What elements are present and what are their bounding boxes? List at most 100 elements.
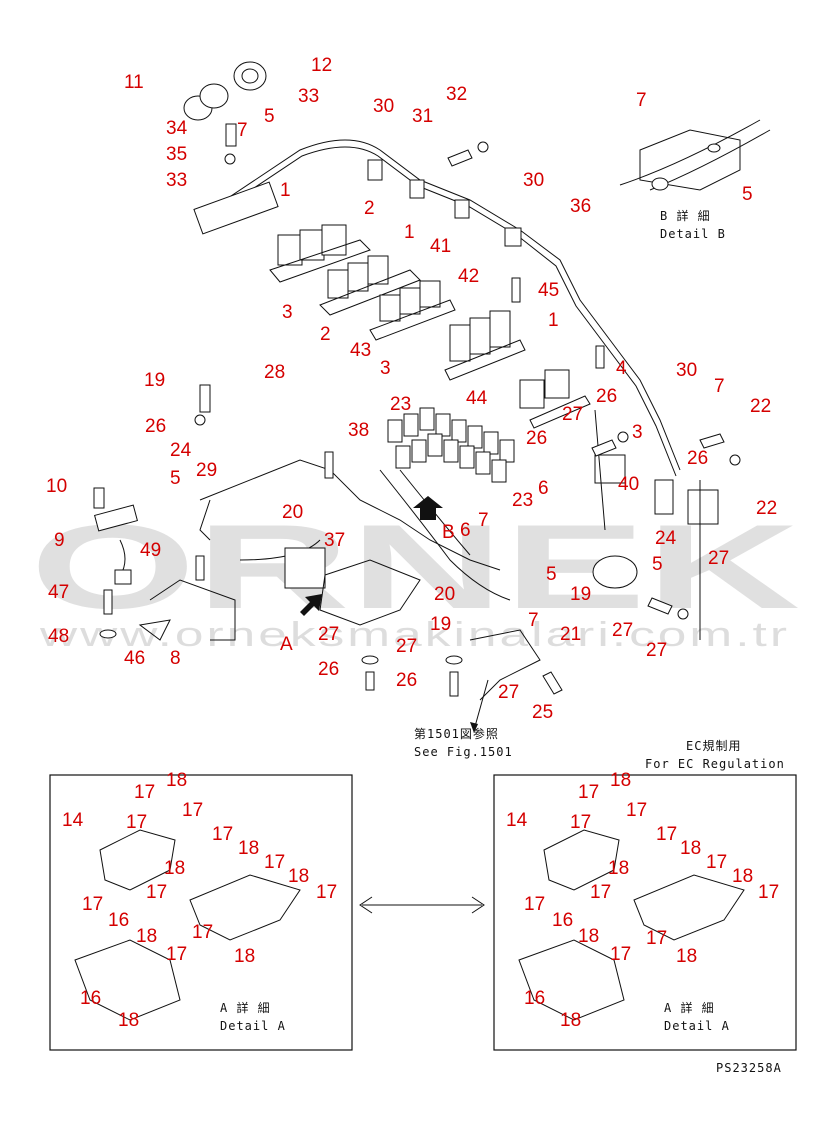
detail-b-caption-en: Detail B (660, 227, 726, 241)
part-label: 47 (48, 582, 69, 603)
part-label: 26 (145, 416, 166, 437)
part-label: 19 (430, 614, 451, 635)
part-label: 5 (546, 564, 557, 585)
part-label: 18 (136, 926, 157, 947)
part-label: 19 (144, 370, 165, 391)
part-label: 17 (212, 824, 233, 845)
part-label: 26 (596, 386, 617, 407)
part-label: 24 (655, 528, 677, 549)
part-label: 1 (280, 180, 291, 201)
part-label: 36 (570, 196, 591, 217)
part-label: 5 (170, 468, 181, 489)
part-label: 26 (526, 428, 547, 449)
part-label: 17 (126, 812, 147, 833)
relay-group-2 (319, 255, 421, 316)
part-label: 17 (316, 882, 337, 903)
part-label: 7 (478, 510, 489, 531)
detail-a-box-right (493, 774, 797, 1051)
part-label: 17 (758, 882, 779, 903)
detail-a2-caption-en: Detail A (664, 1019, 730, 1033)
part-label: 2 (364, 198, 375, 219)
part-label: 7 (714, 376, 725, 397)
part-label: 17 (706, 852, 727, 873)
part-label: 17 (146, 882, 167, 903)
part-label: 40 (618, 474, 639, 495)
part-label: 30 (676, 360, 697, 381)
part-label: 17 (264, 852, 285, 873)
part-label: 28 (264, 362, 285, 383)
detail-b-drawing (619, 119, 771, 191)
watermark-main: ORNEK (30, 500, 800, 634)
part-label: 2 (320, 324, 331, 345)
detail-a-caption-en: Detail A (220, 1019, 286, 1033)
part-label: 33 (298, 86, 319, 107)
part-label: 7 (237, 120, 248, 141)
watermark: ORNEK www.orneksmakinalari.com.tr (30, 500, 800, 654)
part-label: 22 (750, 396, 771, 417)
detail-a-caption-jp: A 詳 細 (220, 1000, 271, 1015)
part-label: 27 (708, 548, 729, 569)
relay-group-1 (269, 224, 371, 283)
part-label: 18 (578, 926, 599, 947)
main-assembly-drawing (93, 61, 741, 733)
part-label: 48 (48, 626, 69, 647)
part-label: 19 (570, 584, 591, 605)
part-label: 11 (124, 72, 144, 93)
part-label: 23 (512, 490, 533, 511)
part-label: 3 (632, 422, 643, 443)
part-label: 18 (166, 770, 187, 791)
part-label: 16 (108, 910, 129, 931)
arrow-a-icon (300, 594, 322, 616)
part-label: 18 (234, 946, 255, 967)
part-label: 49 (140, 540, 161, 561)
part-label: 21 (560, 624, 581, 645)
part-label: 5 (264, 106, 275, 127)
part-label: 5 (652, 554, 663, 575)
part-label: 26 (318, 659, 339, 680)
part-labels-detail-right: 18 17 14 17 17 18 17 17 18 17 18 17 17 1… (506, 770, 779, 1031)
part-label: 43 (350, 340, 371, 361)
part-label: 27 (318, 624, 339, 645)
part-label: 17 (82, 894, 103, 915)
part-label: 37 (324, 530, 345, 551)
part-label: 34 (166, 118, 188, 139)
part-label: 16 (552, 910, 573, 931)
part-label: 27 (498, 682, 519, 703)
part-label: 17 (610, 944, 631, 965)
part-label: 20 (434, 584, 455, 605)
part-label: 17 (192, 922, 213, 943)
part-label: 6 (460, 520, 471, 541)
part-label: 38 (348, 420, 369, 441)
arrow-b-icon (413, 496, 443, 520)
part-label: 17 (570, 812, 591, 833)
part-label: 30 (523, 170, 544, 191)
part-label: 20 (282, 502, 303, 523)
part-label: 22 (756, 498, 777, 519)
part-label: 29 (196, 460, 217, 481)
part-label: 16 (524, 988, 545, 1009)
part-label: 17 (182, 800, 203, 821)
part-labels-detail-left: 18 17 14 17 17 18 17 17 18 17 18 17 17 1… (62, 770, 337, 1031)
part-label: 23 (390, 394, 411, 415)
part-label: 27 (562, 404, 583, 425)
part-label: 14 (506, 810, 528, 831)
part-label: 41 (430, 236, 451, 257)
part-label: 44 (466, 388, 488, 409)
part-label: 14 (62, 810, 84, 831)
part-label: 31 (412, 106, 433, 127)
part-label: 9 (54, 530, 65, 551)
part-label: 27 (396, 636, 417, 657)
ec-caption-jp: EC規制用 (686, 738, 741, 753)
part-label: 18 (610, 770, 631, 791)
part-label: 27 (612, 620, 633, 641)
fuse-cluster (379, 407, 515, 601)
part-label: 24 (170, 440, 192, 461)
fasteners (93, 123, 741, 697)
part-label: 32 (446, 84, 467, 105)
part-label: 18 (164, 858, 185, 879)
part-label: 17 (578, 782, 599, 803)
part-label: 10 (46, 476, 67, 497)
part-label: 18 (608, 858, 629, 879)
relay-group-1b (519, 369, 591, 429)
part-label: 18 (238, 838, 259, 859)
